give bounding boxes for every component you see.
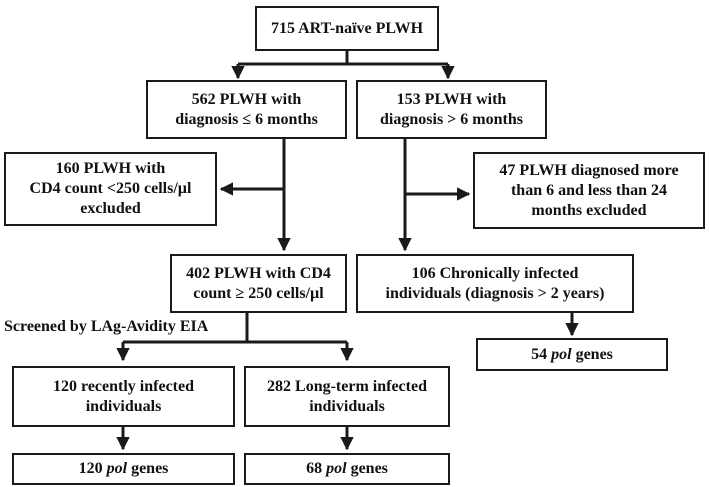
- node-pol-longterm-gene: pol: [326, 460, 347, 477]
- node-pol-chronic: 54 pol genes: [476, 338, 668, 371]
- node-total-line-1: 715 ART-naïve PLWH: [270, 19, 424, 37]
- node-longterm-line-2: individuals: [309, 397, 385, 415]
- screening-label: Screened by LAg-Avidity EIA: [4, 318, 209, 335]
- node-pol-longterm-text: 68 pol genes: [306, 459, 388, 479]
- node-pol-recent-count: 120: [78, 460, 103, 477]
- node-6to24-excluded-line-1: 47 PLWH diagnosed more: [499, 161, 679, 179]
- node-pol-chronic-suffix: genes: [575, 345, 613, 363]
- node-6to24-excluded-line-2: than 6 and less than 24: [510, 181, 668, 199]
- node-pol-chronic-text: 54 pol genes: [531, 345, 613, 365]
- node-recent-line-1: 120 recently infected: [53, 377, 194, 395]
- node-cd4-excluded-line-1: 160 PLWH with: [55, 160, 166, 177]
- node-pol-recent: 120 pol genes: [12, 453, 235, 485]
- node-recent-line-2: individuals: [85, 397, 162, 415]
- node-pol-chronic-gene: pol: [551, 345, 572, 363]
- node-diag-le6-line-2: diagnosis ≤ 6 months: [175, 110, 318, 128]
- node-cd4-ge250-line-1: 402 PLWH with CD4: [186, 264, 331, 282]
- node-diag-gt6-line-1: 153 PLWH with: [396, 90, 507, 108]
- node-pol-recent-suffix: genes: [131, 460, 169, 477]
- node-recent: 120 recently infected individuals: [12, 366, 235, 427]
- node-pol-chronic-count: 54: [531, 345, 548, 363]
- node-pol-recent-gene: pol: [106, 460, 128, 477]
- node-6to24-excluded: 47 PLWH diagnosed more than 6 and less t…: [473, 152, 705, 229]
- node-longterm: 282 Long-term infected individuals: [244, 366, 450, 427]
- node-cd4-excluded: 160 PLWH with CD4 count <250 cells/µl ex…: [4, 152, 217, 226]
- node-longterm-line-1: 282 Long-term infected: [267, 377, 427, 395]
- node-diag-le6-line-1: 562 PLWH with: [191, 90, 302, 108]
- node-cd4-ge250-line-2: count ≥ 250 cells/µl: [193, 284, 324, 302]
- node-pol-longterm-suffix: genes: [350, 460, 388, 477]
- node-total: 715 ART-naïve PLWH: [255, 6, 439, 51]
- node-cd4-ge250: 402 PLWH with CD4 count ≥ 250 cells/µl: [170, 254, 347, 313]
- node-chronic: 106 Chronically infected individuals (di…: [356, 254, 634, 313]
- node-diag-gt6-line-2: diagnosis > 6 months: [380, 110, 523, 128]
- node-6to24-excluded-line-3: months excluded: [531, 201, 647, 219]
- node-diag-gt6: 153 PLWH with diagnosis > 6 months: [356, 80, 547, 139]
- node-chronic-line-2: individuals (diagnosis > 2 years): [385, 284, 605, 302]
- node-diag-le6: 562 PLWH with diagnosis ≤ 6 months: [146, 80, 347, 139]
- node-cd4-excluded-line-3: excluded: [80, 200, 141, 217]
- node-chronic-line-1: 106 Chronically infected: [411, 264, 579, 282]
- node-pol-longterm-count: 68: [306, 460, 323, 477]
- node-pol-longterm: 68 pol genes: [244, 453, 450, 485]
- node-cd4-excluded-line-2: CD4 count <250 cells/µl: [29, 180, 192, 197]
- node-pol-recent-text: 120 pol genes: [79, 459, 169, 479]
